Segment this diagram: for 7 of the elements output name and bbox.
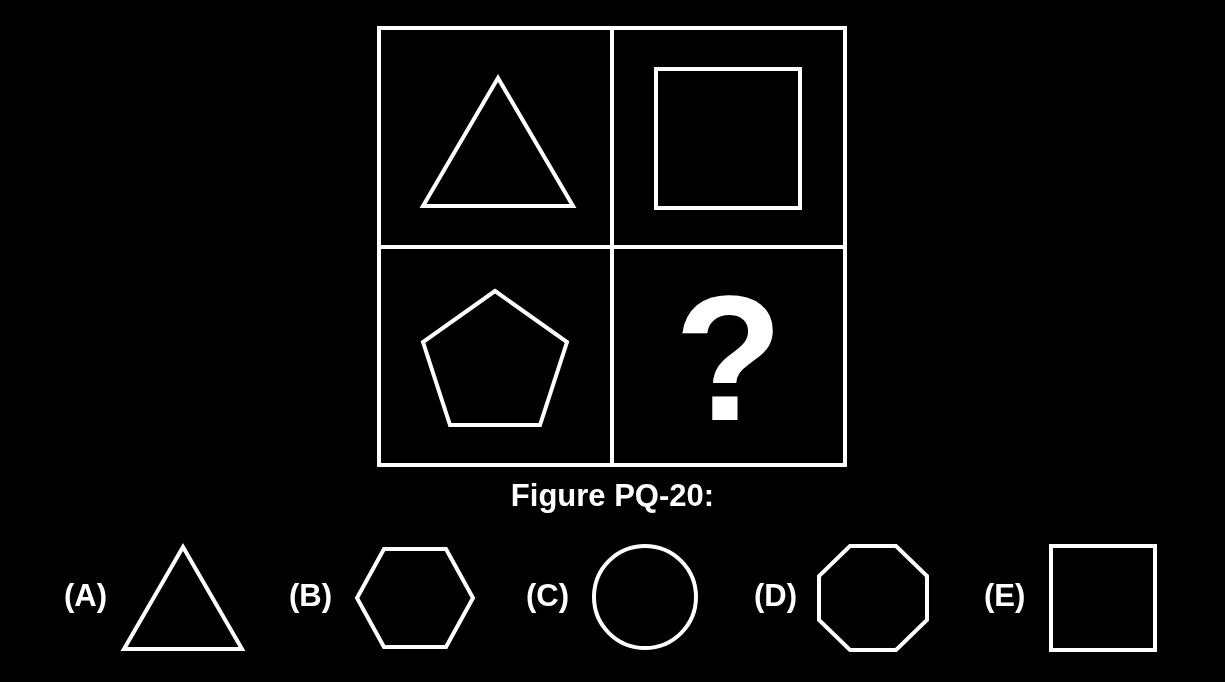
option-label: (C) [526,580,570,611]
question-mark: ? [674,269,783,448]
option-label: (E) [984,580,1026,611]
option-label: (D) [754,580,798,611]
caption: Figure PQ-20: [509,480,716,511]
option-label: (A) [64,580,108,611]
option-label: (B) [289,580,333,611]
